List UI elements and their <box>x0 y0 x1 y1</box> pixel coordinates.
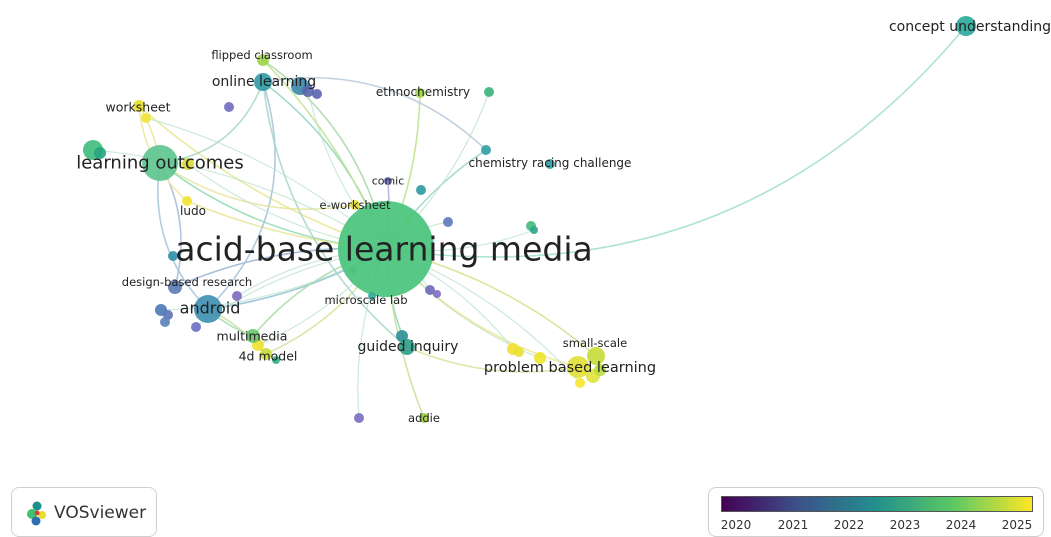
node-design[interactable] <box>168 280 182 294</box>
minor-node-28[interactable] <box>534 352 546 364</box>
node-label-learning_outcomes[interactable]: learning outcomes <box>76 153 244 174</box>
minor-node-layer <box>83 77 606 423</box>
edge-online-racing <box>262 76 487 151</box>
edge-acid-concept <box>385 25 967 258</box>
node-label-racing[interactable]: chemistry racing challenge <box>469 156 632 170</box>
color-scale-bar <box>721 496 1033 512</box>
minor-node-17[interactable] <box>168 251 178 261</box>
minor-node-12[interactable] <box>530 226 538 234</box>
minor-node-25[interactable] <box>396 330 408 342</box>
minor-node-16[interactable] <box>232 291 242 301</box>
node-label-comic[interactable]: comic <box>372 175 405 188</box>
legend-tick-2023: 2023 <box>889 518 921 532</box>
node-android[interactable] <box>194 295 222 323</box>
node-label-guided[interactable]: guided inquiry <box>358 339 459 355</box>
minor-node-13[interactable] <box>545 159 555 169</box>
label-layer: acid-base learning media concept understa… <box>76 19 1051 425</box>
minor-node-31[interactable] <box>594 364 606 376</box>
minor-node-14[interactable] <box>425 285 435 295</box>
minor-node-27[interactable] <box>514 347 524 357</box>
node-online[interactable] <box>254 73 272 91</box>
node-eworksheet[interactable] <box>350 200 360 210</box>
node-label-smallscale[interactable]: small-scale <box>563 336 627 350</box>
node-label-flipped[interactable]: flipped classroom <box>211 48 312 62</box>
vosviewer-logo-icon <box>27 501 46 526</box>
node-guided[interactable] <box>399 339 415 355</box>
node-label-online[interactable]: online learning <box>212 74 316 90</box>
minor-node-10[interactable] <box>443 217 453 227</box>
node-label-ethno[interactable]: ethnochemistry <box>376 85 470 99</box>
minor-node-24[interactable] <box>354 413 364 423</box>
legend-tick-2024: 2024 <box>945 518 977 532</box>
edge-learning_outcomes-online <box>159 81 264 164</box>
minor-node-7[interactable] <box>312 89 322 99</box>
node-label-pbl[interactable]: problem based learning <box>484 360 656 376</box>
node-pbl[interactable] <box>567 356 589 378</box>
edge-learning_outcomes-android <box>157 162 209 310</box>
legend-tick-2025: 2025 <box>1001 518 1033 532</box>
node-label-multimedia[interactable]: multimedia <box>217 329 288 344</box>
node-label-fourd[interactable]: 4d model <box>239 349 298 364</box>
minor-node-1[interactable] <box>94 147 106 159</box>
node-microscale[interactable] <box>368 292 376 300</box>
node-ethno[interactable] <box>415 88 425 98</box>
node-label-android[interactable]: android <box>180 299 241 318</box>
legend-tick-2021: 2021 <box>777 518 809 532</box>
color-scale-legend: 2020 2021 2022 2023 2024 2025 <box>708 487 1044 537</box>
node-multimedia[interactable] <box>246 329 260 343</box>
minor-node-3[interactable] <box>224 102 234 112</box>
app-name: VOSviewer <box>54 503 147 523</box>
node-label-microscale[interactable]: microscale lab <box>324 293 407 307</box>
minor-node-21[interactable] <box>160 317 170 327</box>
node-flipped[interactable] <box>257 54 269 66</box>
node-addie[interactable] <box>419 413 429 423</box>
edge-guided-pbl <box>406 346 579 373</box>
node-label-eworksheet[interactable]: e-worksheet <box>320 198 391 212</box>
node-comic[interactable] <box>384 177 392 185</box>
minor-node-8[interactable] <box>484 87 494 97</box>
node-worksheet[interactable] <box>133 100 145 112</box>
node-label-addie[interactable]: addie <box>408 411 440 425</box>
minor-node-9[interactable] <box>416 185 426 195</box>
node-smallscale[interactable] <box>587 347 605 365</box>
node-label-design[interactable]: design-based research <box>122 275 252 289</box>
legend-tick-2020: 2020 <box>720 518 752 532</box>
node-label-acid[interactable]: acid-base learning media <box>175 230 592 269</box>
node-fourd[interactable] <box>260 348 272 360</box>
edge-online-android <box>207 81 276 310</box>
minor-node-30[interactable] <box>575 378 585 388</box>
minor-node-4[interactable] <box>141 113 151 123</box>
node-concept[interactable] <box>956 16 976 36</box>
legend-tick-2022: 2022 <box>833 518 865 532</box>
node-label-concept[interactable]: concept understanding <box>889 19 1051 35</box>
minor-node-23[interactable] <box>272 356 280 364</box>
minor-node-20[interactable] <box>191 322 201 332</box>
minor-node-15[interactable] <box>433 290 441 298</box>
node-label-worksheet[interactable]: worksheet <box>106 100 171 115</box>
node-label-ludo[interactable]: ludo <box>180 204 206 218</box>
minor-node-2[interactable] <box>182 158 194 170</box>
node-layer[interactable] <box>133 16 976 423</box>
node-ludo[interactable] <box>182 196 192 206</box>
minor-node-6[interactable] <box>302 85 314 97</box>
edge-learning_outcomes-eworksheet <box>159 162 356 210</box>
node-racing[interactable] <box>481 145 491 155</box>
vosviewer-logo-box: VOSviewer <box>11 487 157 537</box>
node-learning_outcomes[interactable] <box>142 145 178 181</box>
node-acid[interactable] <box>338 201 434 297</box>
